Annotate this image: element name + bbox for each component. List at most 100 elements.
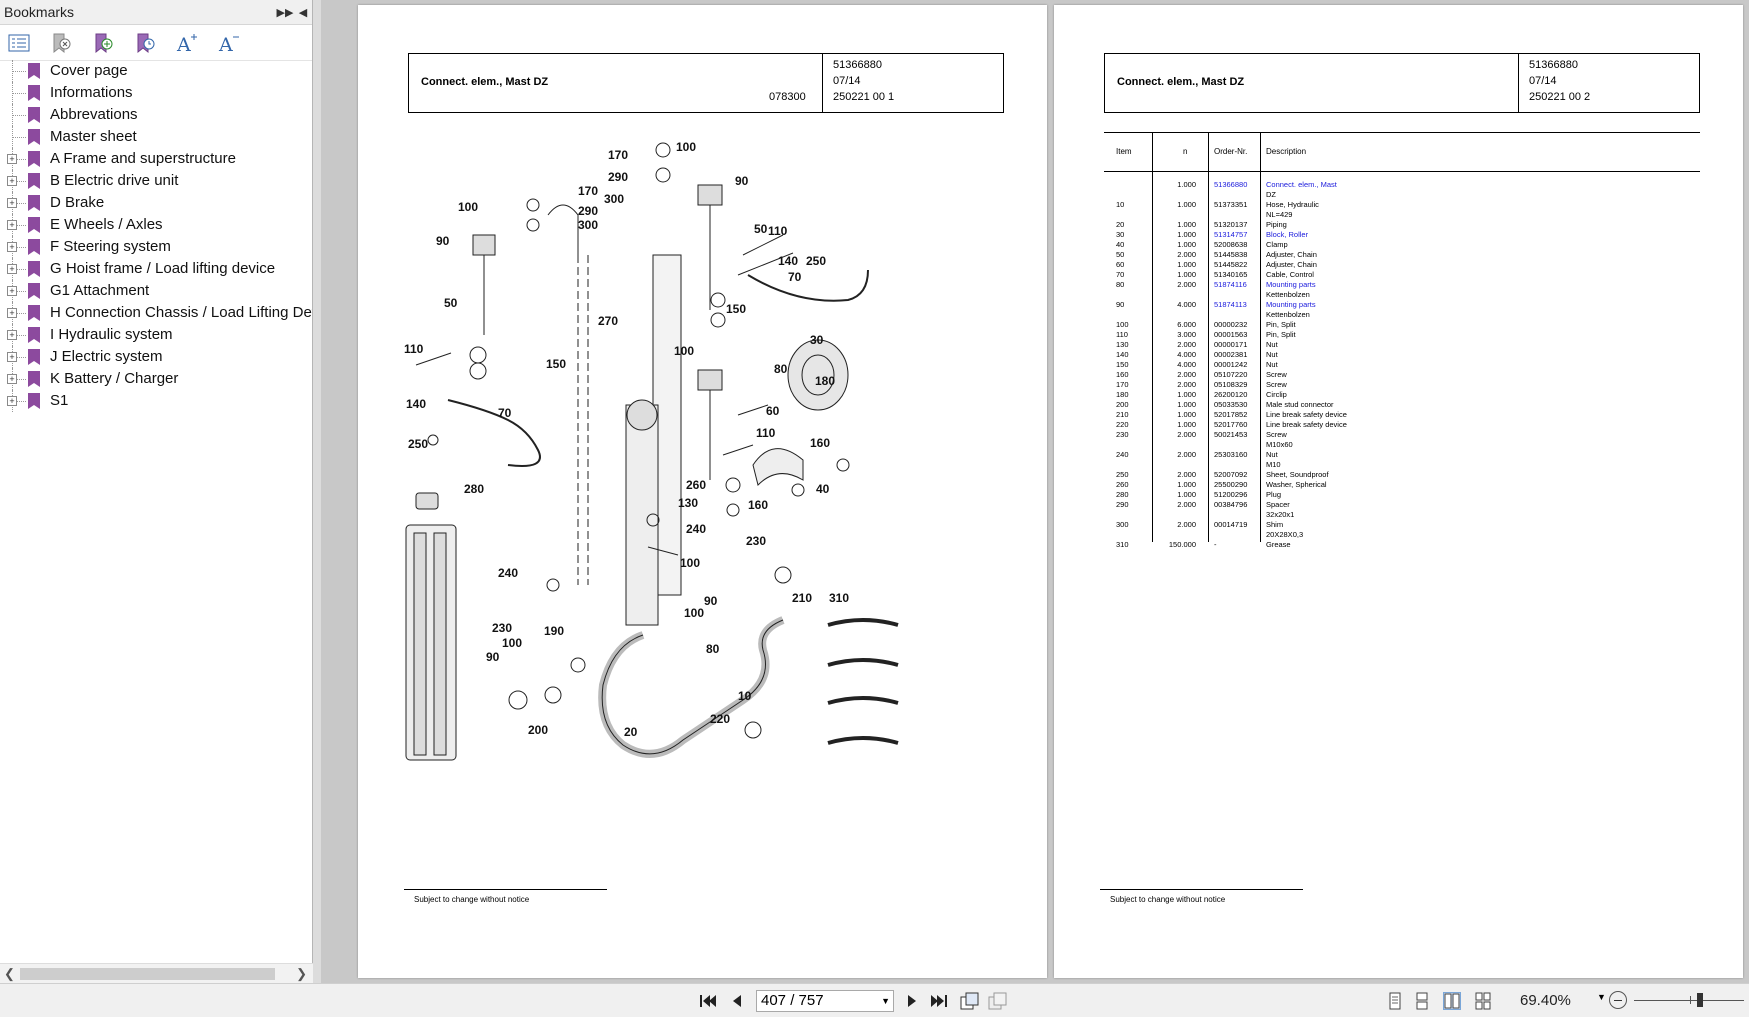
continuous-view-icon[interactable] (1413, 992, 1431, 1010)
bookmark-item[interactable]: +I Hydraulic system (0, 324, 312, 346)
scroll-left-icon[interactable]: ❮ (4, 966, 15, 981)
cell-description: Cable, Control (1266, 270, 1314, 279)
callout-label: 200 (528, 723, 548, 737)
bookmark-item[interactable]: +G Hoist frame / Load lifting device (0, 258, 312, 280)
chevron-down-icon[interactable]: ▼ (881, 996, 890, 1006)
bookmark-item[interactable]: +E Wheels / Axles (0, 214, 312, 236)
cell-item: 10 (1116, 200, 1125, 209)
sheet-number: 250221 00 2 (1529, 91, 1591, 103)
bookmark-item[interactable]: +B Electric drive unit (0, 170, 312, 192)
bookmark-item[interactable]: Abbrevations (0, 104, 312, 126)
callout-label: 130 (678, 496, 698, 510)
expand-icon[interactable]: + (7, 374, 17, 384)
bookmark-options-icon[interactable] (6, 30, 32, 56)
expand-icon[interactable]: + (7, 286, 17, 296)
cell-order-number[interactable]: 51314757 (1214, 230, 1248, 239)
bookmark-item[interactable]: +G1 Attachment (0, 280, 312, 302)
bookmark-icon (28, 217, 40, 233)
zoom-dropdown-icon[interactable]: ▼ (1597, 992, 1606, 1002)
cell-quantity: 1.000 (1177, 400, 1196, 409)
zoom-slider[interactable] (1634, 1000, 1744, 1001)
go-back-view-icon[interactable] (960, 991, 980, 1011)
expand-icon[interactable]: + (7, 396, 17, 406)
continuous-facing-view-icon[interactable] (1474, 992, 1492, 1010)
callout-label: 150 (546, 357, 566, 371)
go-forward-view-icon[interactable] (988, 991, 1008, 1011)
col-header-n: n (1183, 147, 1188, 156)
cell-item: 50 (1116, 250, 1125, 259)
page-number-value: 407 / 757 (761, 992, 824, 1009)
first-page-icon[interactable] (698, 991, 718, 1011)
bookmark-item[interactable]: +J Electric system (0, 346, 312, 368)
bookmark-item[interactable]: Master sheet (0, 126, 312, 148)
facing-pages-view-icon[interactable] (1443, 992, 1461, 1010)
cell-order-number[interactable]: 51874116 (1214, 280, 1247, 289)
bookmark-item[interactable]: + A Frame and superstructure (0, 148, 312, 170)
last-page-icon[interactable] (929, 991, 949, 1011)
expand-icon[interactable]: + (7, 242, 17, 252)
expand-icon[interactable]: + (7, 198, 17, 208)
cell-description: Line break safety device (1266, 410, 1347, 419)
bookmark-icon (28, 239, 40, 255)
callout-label: 160 (748, 498, 768, 512)
cell-order-number: - (1214, 540, 1217, 549)
cell-description[interactable]: Block, Roller (1266, 230, 1309, 239)
find-bookmark-icon[interactable] (132, 30, 158, 56)
scrollbar-thumb[interactable] (20, 968, 275, 980)
bookmark-item[interactable]: Informations (0, 82, 312, 104)
bookmark-item[interactable]: +S1 (0, 390, 312, 412)
cell-quantity: 1.000 (1177, 420, 1196, 429)
callout-label: 70 (498, 406, 512, 420)
bookmark-item[interactable]: +H Connection Chassis / Load Lifting Dev… (0, 302, 312, 324)
expand-icon[interactable]: + (7, 154, 17, 164)
bookmarks-horizontal-scrollbar[interactable]: ❮ ❯ (0, 963, 313, 983)
scroll-right-icon[interactable]: ❯ (296, 966, 307, 981)
bookmark-item[interactable]: Cover page (0, 60, 312, 82)
cell-description: Circlip (1266, 390, 1287, 399)
cell-description[interactable]: Mounting parts (1266, 280, 1316, 289)
cell-item: 300 (1116, 520, 1129, 529)
expand-icon[interactable]: + (7, 176, 17, 186)
cell-order-number[interactable]: 51366880 (1214, 180, 1248, 189)
next-page-icon[interactable] (902, 991, 922, 1011)
cell-description[interactable]: Connect. elem., Mast (1266, 180, 1337, 189)
bookmark-icon (28, 173, 40, 189)
revision-date: 07/14 (833, 75, 861, 87)
bookmark-label: Informations (50, 84, 133, 101)
page-number-field[interactable]: 407 / 757 ▼ (756, 990, 894, 1012)
expand-icon[interactable]: + (7, 220, 17, 230)
cell-description[interactable]: Mounting parts (1266, 300, 1316, 309)
collapse-panel-icon[interactable]: ◀ (298, 6, 308, 19)
decrease-font-icon[interactable]: A (216, 30, 242, 56)
cell-description: Screw (1266, 380, 1287, 389)
cell-item: 70 (1116, 270, 1125, 279)
bookmark-label: A Frame and superstructure (50, 150, 236, 167)
zoom-slider-thumb[interactable] (1697, 993, 1703, 1007)
add-bookmark-icon[interactable] (90, 30, 116, 56)
increase-font-icon[interactable]: A (174, 30, 200, 56)
bookmark-item[interactable]: +D Brake (0, 192, 312, 214)
expand-icon[interactable]: + (7, 352, 17, 362)
delete-bookmark-icon[interactable] (48, 30, 74, 56)
cell-order-number[interactable]: 51874113 (1214, 300, 1247, 309)
single-page-view-icon[interactable] (1386, 992, 1404, 1010)
cell-description: Nut (1266, 340, 1278, 349)
expand-panel-icon[interactable]: ▶▶ (276, 6, 294, 19)
panel-splitter[interactable] (313, 0, 321, 983)
zoom-out-icon[interactable] (1609, 991, 1627, 1009)
cell-item: 280 (1116, 490, 1129, 499)
expand-icon[interactable]: + (7, 308, 17, 318)
table-row: NL=429 (1104, 210, 1700, 220)
bookmark-item[interactable]: +F Steering system (0, 236, 312, 258)
expand-icon[interactable]: + (7, 330, 17, 340)
cell-order-number: 00001242 (1214, 360, 1248, 369)
expand-icon[interactable]: + (7, 264, 17, 274)
previous-page-icon[interactable] (727, 991, 747, 1011)
bookmark-item[interactable]: +K Battery / Charger (0, 368, 312, 390)
